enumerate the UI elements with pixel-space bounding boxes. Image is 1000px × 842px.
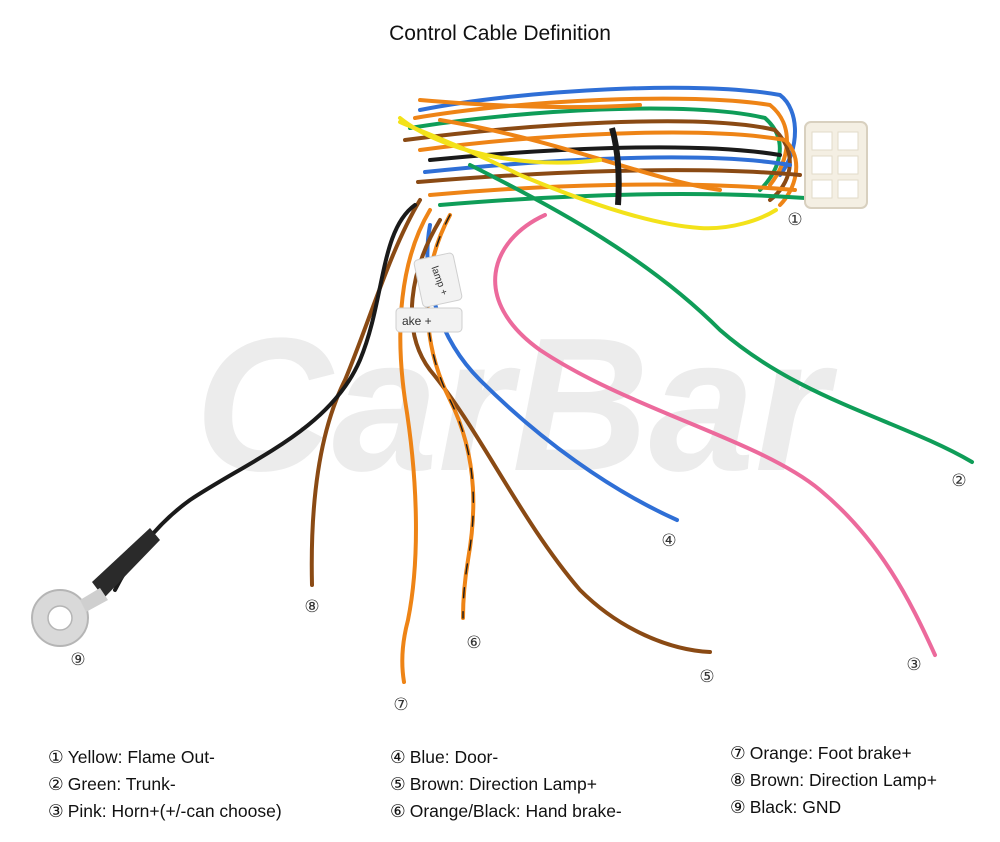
wire-black: [113, 203, 417, 592]
marker-4: ④: [661, 531, 677, 551]
cable-tie: [609, 127, 622, 206]
tag-brake-text: ake +: [402, 314, 432, 328]
marker-3: ③: [906, 655, 922, 675]
marker-2: ②: [951, 471, 967, 491]
wire-orange: [398, 208, 432, 684]
marker-9: ⑨: [70, 650, 86, 670]
wire-yellow: [398, 120, 778, 231]
wire-tag-lamp: lamp +: [413, 252, 463, 308]
wire-brown-8: [309, 198, 422, 587]
marker-7: ⑦: [393, 695, 409, 715]
marker-1: ①: [787, 210, 803, 230]
wire-brown-5: [409, 218, 712, 654]
wire-tag-brake: ake +: [395, 307, 463, 333]
wire-pink: [493, 213, 937, 657]
marker-8: ⑧: [304, 597, 320, 617]
marker-5: ⑤: [699, 667, 715, 687]
ring-terminal: [31, 528, 160, 647]
marker-6: ⑥: [466, 633, 482, 653]
wire-green: [468, 163, 974, 464]
watermark-logo: CarBar: [195, 299, 838, 511]
diagram-title: Control Cable Definition: [389, 22, 611, 45]
connector-plug: [804, 121, 868, 209]
